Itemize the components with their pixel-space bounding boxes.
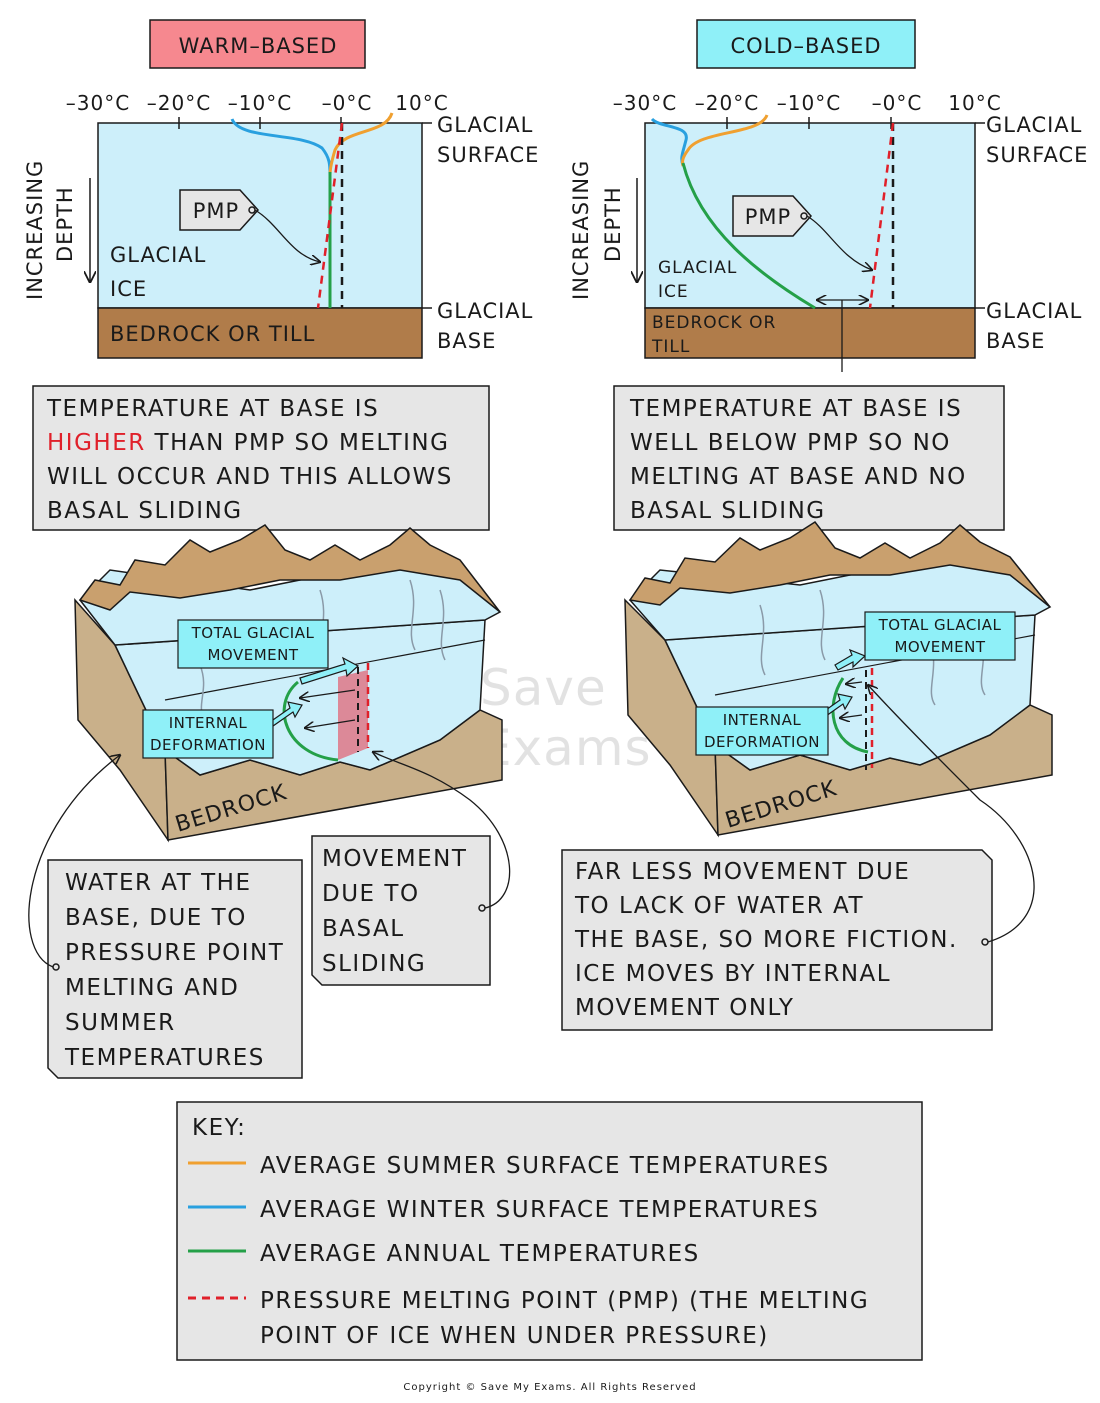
legend-item: AVERAGE SUMMER SURFACE TEMPERATURES xyxy=(260,1153,830,1179)
svg-text:SURFACE: SURFACE xyxy=(437,143,539,167)
svg-text:SURFACE: SURFACE xyxy=(986,143,1088,167)
key-legend: KEY: AVERAGE SUMMER SURFACE TEMPERATURES… xyxy=(176,1101,923,1361)
tick-label: –20°C xyxy=(695,91,759,115)
svg-text:TEMPERATURE AT BASE IS: TEMPERATURE AT BASE IS xyxy=(629,396,962,422)
total-movement-label: TOTAL GLACIAL xyxy=(878,616,1002,634)
far-less-movement-note-box: FAR LESS MOVEMENT DUE TO LACK OF WATER A… xyxy=(561,685,1035,1031)
glacial-surface-label: GLACIAL xyxy=(986,113,1082,137)
cold-explanation-box: TEMPERATURE AT BASE IS WELL BELOW PMP SO… xyxy=(613,385,1005,531)
internal-deformation-label: INTERNAL xyxy=(723,711,802,729)
legend-item: POINT OF ICE WHEN UNDER PRESSURE) xyxy=(260,1323,769,1349)
pmp-line xyxy=(868,122,895,309)
svg-text:WILL OCCUR AND THIS ALLOWS: WILL OCCUR AND THIS ALLOWS xyxy=(47,464,453,490)
svg-text:THE BASE, SO MORE FICTION.: THE BASE, SO MORE FICTION. xyxy=(574,927,958,953)
pmp-tag: PMP xyxy=(732,195,872,270)
glacial-surface-label: GLACIAL xyxy=(437,113,533,137)
annual-curve xyxy=(681,162,816,310)
svg-text:MELTING AND: MELTING AND xyxy=(65,975,239,1001)
svg-text:DEFORMATION: DEFORMATION xyxy=(150,736,266,754)
warm-based-header: WARM–BASED xyxy=(149,19,366,69)
svg-text:DEPTH: DEPTH xyxy=(601,186,625,262)
glacial-ice-label: GLACIAL xyxy=(658,258,737,278)
svg-text:DEPTH: DEPTH xyxy=(53,186,77,262)
tick-label: –0°C xyxy=(322,91,373,115)
tick-label: –30°C xyxy=(613,91,677,115)
warm-glacier-block: TOTAL GLACIAL MOVEMENT INTERNAL DEFORMAT… xyxy=(74,524,503,843)
svg-text:FAR LESS MOVEMENT DUE: FAR LESS MOVEMENT DUE xyxy=(575,859,910,885)
basal-sliding-note-box: MOVEMENT DUE TO BASAL SLIDING xyxy=(311,752,511,986)
tick-label: –10°C xyxy=(228,91,292,115)
svg-text:BASE: BASE xyxy=(986,329,1045,353)
glacial-base-label: GLACIAL xyxy=(986,299,1082,323)
glacial-base-label: GLACIAL xyxy=(437,299,533,323)
svg-text:MELTING AT BASE AND NO: MELTING AT BASE AND NO xyxy=(630,464,967,490)
copyright: Copyright © Save My Exams. All Rights Re… xyxy=(403,1382,696,1393)
depth-axis-label: INCREASING xyxy=(569,160,593,300)
svg-text:ICE: ICE xyxy=(110,277,147,301)
cold-based-header: COLD–BASED xyxy=(696,19,916,69)
svg-text:COLD–BASED: COLD–BASED xyxy=(730,34,881,58)
svg-text:PRESSURE POINT: PRESSURE POINT xyxy=(65,940,284,966)
tick-label: –0°C xyxy=(872,91,923,115)
svg-text:BASE: BASE xyxy=(437,329,496,353)
tick-label: 10°C xyxy=(948,91,1001,115)
water-note-box: WATER AT THE BASE, DUE TO PRESSURE POINT… xyxy=(28,755,303,1079)
pmp-tag: PMP xyxy=(179,189,320,262)
depth-axis-label: INCREASING xyxy=(23,160,47,300)
pmp-line xyxy=(316,122,344,309)
summer-curve xyxy=(681,114,769,167)
svg-text:TEMPERATURE AT BASE IS: TEMPERATURE AT BASE IS xyxy=(46,396,379,422)
legend-item: AVERAGE WINTER SURFACE TEMPERATURES xyxy=(260,1197,819,1223)
svg-text:WATER AT THE: WATER AT THE xyxy=(65,870,252,896)
warm-explanation-box: TEMPERATURE AT BASE IS HIGHER THAN PMP S… xyxy=(32,385,490,531)
legend-item: AVERAGE ANNUAL TEMPERATURES xyxy=(260,1241,700,1267)
glacial-ice-label: GLACIAL xyxy=(110,243,206,267)
svg-text:TO LACK OF WATER AT: TO LACK OF WATER AT xyxy=(574,893,864,919)
total-movement-label: TOTAL GLACIAL xyxy=(191,624,315,642)
svg-text:HIGHER THAN PMP SO MELTING: HIGHER THAN PMP SO MELTING xyxy=(47,430,449,456)
bedrock-label: BEDROCK OR TILL xyxy=(110,322,315,346)
svg-text:Exams: Exams xyxy=(480,719,652,777)
svg-text:BASAL: BASAL xyxy=(322,916,405,942)
svg-text:PMP: PMP xyxy=(193,199,239,223)
svg-text:BASAL SLIDING: BASAL SLIDING xyxy=(630,498,826,524)
legend-item: PRESSURE MELTING POINT (PMP) (THE MELTIN… xyxy=(260,1288,869,1314)
svg-text:TEMPERATURES: TEMPERATURES xyxy=(64,1045,265,1071)
cold-temperature-chart: –30°C –20°C –10°C –0°C 10°C GLACIAL SURF… xyxy=(569,91,1088,372)
tick-label: –20°C xyxy=(147,91,211,115)
svg-text:WELL BELOW PMP SO NO: WELL BELOW PMP SO NO xyxy=(630,430,951,456)
svg-text:MOVEMENT ONLY: MOVEMENT ONLY xyxy=(575,995,794,1021)
svg-text:ICE MOVES BY INTERNAL: ICE MOVES BY INTERNAL xyxy=(575,961,891,987)
tick-label: 10°C xyxy=(395,91,448,115)
summer-curve xyxy=(328,112,394,176)
warm-temperature-chart: –30°C –20°C –10°C –0°C 10°C GLACIAL SURF… xyxy=(23,91,539,359)
svg-text:DEFORMATION: DEFORMATION xyxy=(704,733,820,751)
svg-text:SUMMER: SUMMER xyxy=(65,1010,176,1036)
svg-text:MOVEMENT: MOVEMENT xyxy=(207,646,298,664)
svg-text:ICE: ICE xyxy=(658,282,689,302)
bedrock-label: BEDROCK OR xyxy=(652,313,776,333)
svg-text:MOVEMENT: MOVEMENT xyxy=(322,846,467,872)
svg-text:BASAL SLIDING: BASAL SLIDING xyxy=(47,498,243,524)
svg-text:MOVEMENT: MOVEMENT xyxy=(894,638,985,656)
tick-label: –10°C xyxy=(777,91,841,115)
internal-deformation-label: INTERNAL xyxy=(169,714,248,732)
svg-text:DUE TO: DUE TO xyxy=(322,881,420,907)
svg-text:WARM–BASED: WARM–BASED xyxy=(179,34,338,58)
svg-text:PMP: PMP xyxy=(745,205,791,229)
cold-glacier-block: TOTAL GLACIAL MOVEMENT INTERNAL DEFORMAT… xyxy=(624,520,1053,838)
svg-text:TILL: TILL xyxy=(651,337,690,357)
svg-text:SLIDING: SLIDING xyxy=(322,951,426,977)
svg-text:BASE, DUE TO: BASE, DUE TO xyxy=(65,905,247,931)
key-title: KEY: xyxy=(192,1115,246,1141)
tick-label: –30°C xyxy=(66,91,130,115)
